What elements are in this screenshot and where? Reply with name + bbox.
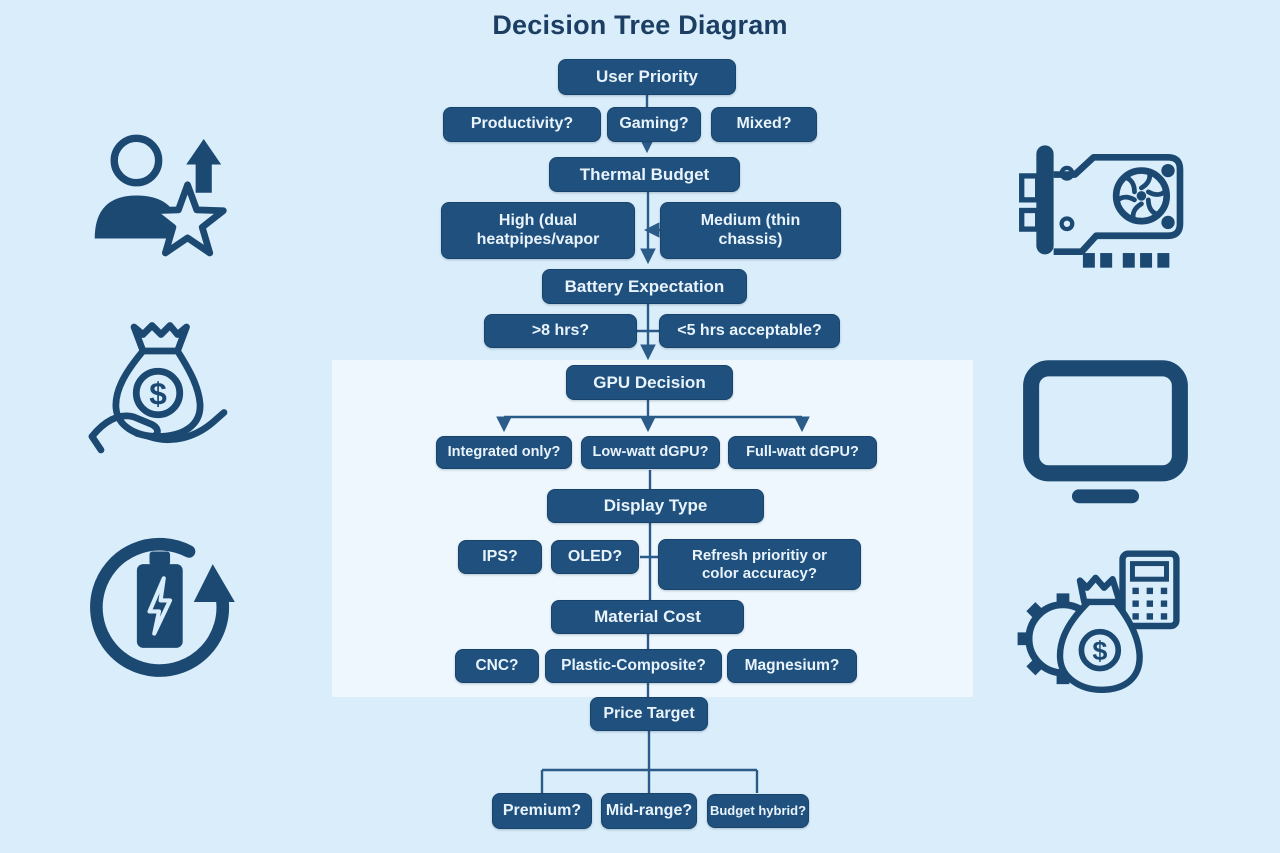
node-battery-gt8: >8 hrs? [484, 314, 637, 348]
svg-text:$: $ [1092, 636, 1107, 666]
node-material-plastic: Plastic-Composite? [545, 649, 722, 683]
node-label: High (dual heatpipes/vapor [476, 212, 600, 248]
node-label: Mixed? [736, 115, 792, 133]
node-label: Medium (thin chassis) [700, 212, 801, 248]
user-growth-icon [88, 128, 236, 263]
node-display-type: Display Type [547, 489, 764, 523]
money-bag-hand-icon: $ [83, 300, 233, 462]
node-mixed: Mixed? [711, 107, 817, 142]
node-label: <5 hrs acceptable? [677, 321, 822, 339]
node-label: Price Target [603, 704, 695, 722]
node-label: Gaming? [619, 115, 689, 133]
node-label: >8 hrs? [531, 321, 590, 339]
node-label: Productivity? [470, 115, 574, 133]
node-label: CNC? [475, 657, 519, 675]
node-display-ips: IPS? [458, 540, 542, 574]
node-gpu-decision: GPU Decision [566, 365, 733, 400]
node-thermal-budget: Thermal Budget [549, 157, 740, 192]
node-display-oled: OLED? [551, 540, 639, 574]
node-label: Premium? [502, 801, 582, 819]
node-price-budget: Budget hybrid? [707, 794, 809, 828]
node-label: OLED? [567, 547, 623, 565]
node-label: User Priority [595, 67, 699, 87]
svg-text:$: $ [149, 375, 167, 411]
node-user-priority: User Priority [558, 59, 736, 95]
node-thermal-medium: Medium (thin chassis) [660, 202, 841, 259]
node-thermal-high: High (dual heatpipes/vapor [441, 202, 635, 259]
node-label: Material Cost [594, 607, 701, 627]
node-label: IPS? [482, 547, 518, 565]
gpu-card-icon [1018, 140, 1193, 273]
node-price-premium: Premium? [492, 793, 592, 829]
node-label: Plastic-Composite? [561, 657, 706, 675]
node-label: Full-watt dGPU? [746, 444, 859, 461]
gear-cost-calculator-icon: $ [1008, 548, 1186, 704]
battery-cycle-icon [80, 523, 238, 681]
node-gpu-integrated: Integrated only? [436, 436, 572, 469]
page-title: Decision Tree Diagram [492, 10, 788, 40]
node-material-cost: Material Cost [551, 600, 744, 634]
node-gpu-full-watt: Full-watt dGPU? [728, 436, 877, 469]
node-label: Display Type [603, 496, 708, 516]
monitor-icon [1018, 358, 1193, 504]
node-productivity: Productivity? [443, 107, 601, 142]
node-label: Thermal Budget [579, 164, 710, 184]
node-material-cnc: CNC? [455, 649, 539, 683]
node-gaming: Gaming? [607, 107, 701, 142]
node-display-refresh: Refresh prioritiy or color accuracy? [658, 539, 861, 590]
node-label: Low-watt dGPU? [592, 444, 709, 461]
node-gpu-low-watt: Low-watt dGPU? [581, 436, 720, 469]
node-label: Integrated only? [447, 444, 561, 461]
node-label: Mid-range? [605, 801, 693, 819]
node-label: Magnesium? [744, 657, 840, 675]
node-material-magnesium: Magnesium? [727, 649, 857, 683]
node-label: GPU Decision [593, 372, 706, 392]
node-battery-expectation: Battery Expectation [542, 269, 747, 304]
node-label: Battery Expectation [564, 276, 725, 296]
node-price-target: Price Target [590, 697, 708, 731]
node-label: Refresh prioritiy or color accuracy? [691, 547, 828, 582]
node-label: Budget hybrid? [709, 802, 807, 818]
node-battery-lt5: <5 hrs acceptable? [659, 314, 840, 348]
node-price-mid: Mid-range? [601, 793, 697, 829]
